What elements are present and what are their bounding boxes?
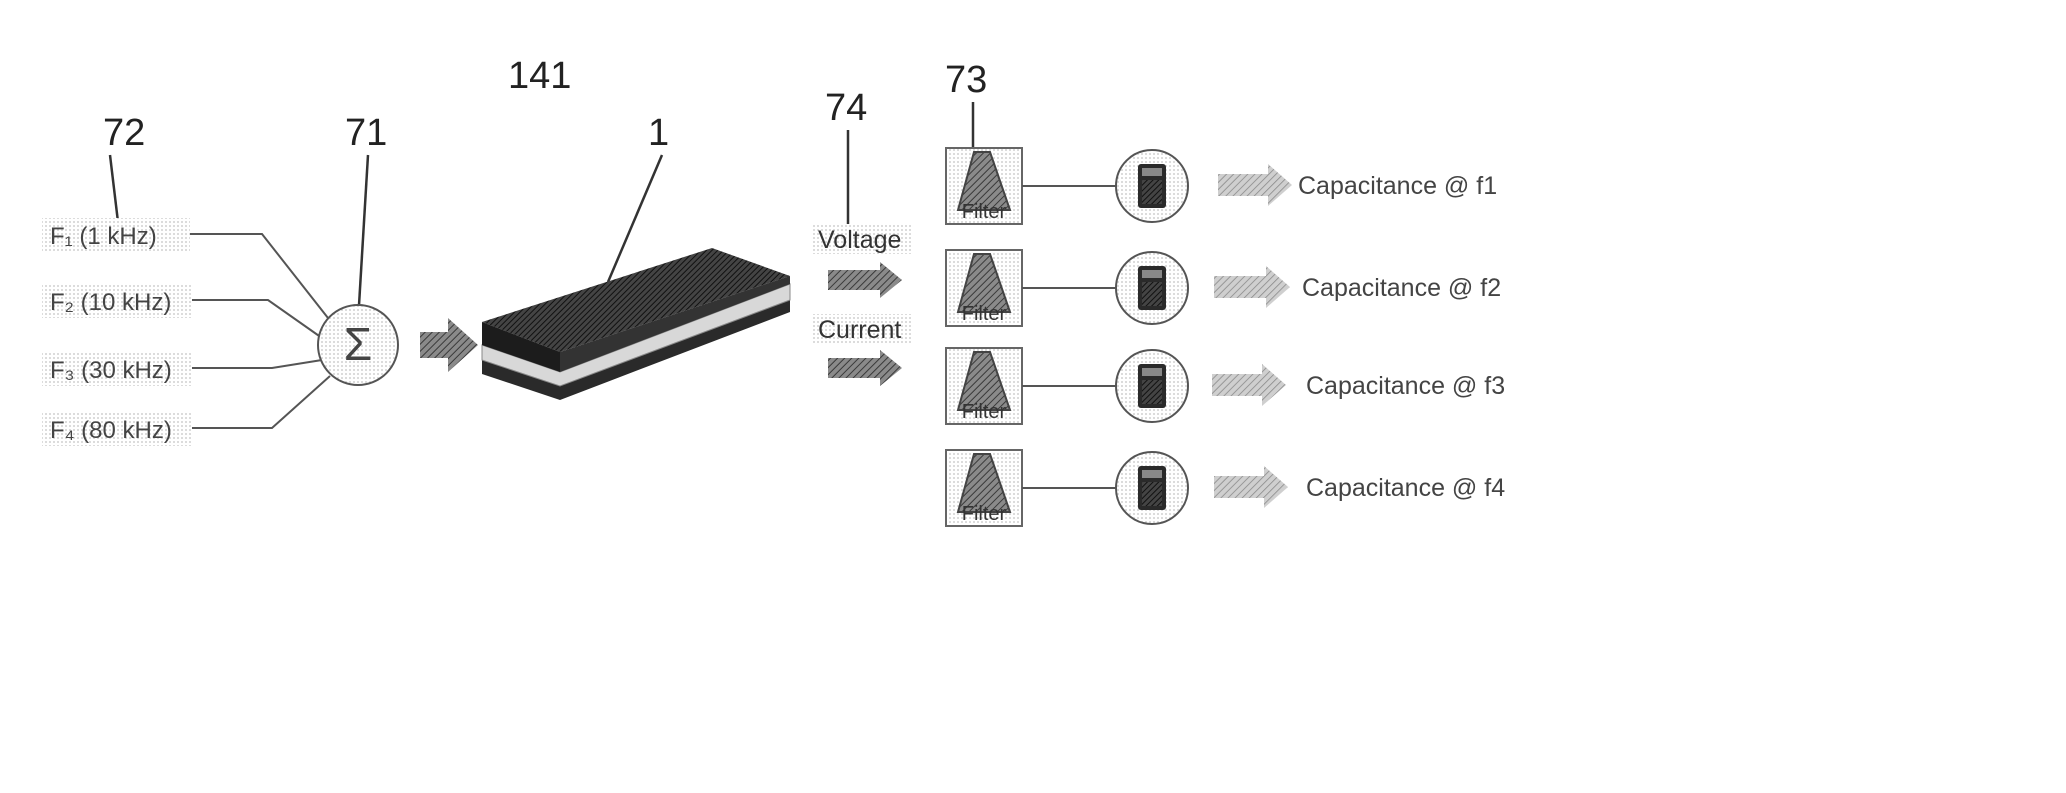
source-2: F₂ (10 kHz) xyxy=(42,284,192,318)
source-label-2: F₂ (10 kHz) xyxy=(50,289,171,316)
source-label-3: F₃ (30 kHz) xyxy=(50,357,172,384)
output-label-2: Capacitance @ f2 xyxy=(1302,274,1501,302)
source-1: F₁ (1 kHz) xyxy=(42,218,190,252)
ref-assembly: 141 xyxy=(508,55,571,97)
channel-3: Filter Capacitance @ f3 xyxy=(946,348,1505,424)
signal-voltage: Voltage xyxy=(812,224,912,254)
source-4: F₄ (80 kHz) xyxy=(42,412,192,446)
output-arrow-1 xyxy=(1218,164,1292,206)
source-label-4: F₄ (80 kHz) xyxy=(50,417,172,444)
filter-label-3: Filter xyxy=(962,401,1007,423)
filter-label-2: Filter xyxy=(962,303,1007,325)
summer-symbol: Σ xyxy=(344,318,372,370)
output-label-3: Capacitance @ f3 xyxy=(1306,372,1505,400)
calculator-icon xyxy=(1138,466,1166,510)
current-arrow xyxy=(828,350,902,386)
channel-1: Filter Capacitance @ f1 xyxy=(946,148,1497,224)
output-arrow-2 xyxy=(1214,266,1290,308)
voltage-arrow xyxy=(828,262,902,298)
channel-4: Filter Capacitance @ f4 xyxy=(946,450,1505,526)
leader-sources xyxy=(110,155,118,222)
output-arrow-4 xyxy=(1214,466,1288,508)
ref-summer: 71 xyxy=(345,112,387,154)
wire-source-3 xyxy=(192,360,322,368)
summer-block: Σ xyxy=(318,305,398,385)
arrow-to-device xyxy=(420,318,478,372)
calculator-icon xyxy=(1138,364,1166,408)
ref-device: 1 xyxy=(648,112,669,154)
leader-device xyxy=(608,155,662,282)
source-3: F₃ (30 kHz) xyxy=(42,352,192,386)
calculator-icon xyxy=(1138,164,1166,208)
wire-source-4 xyxy=(192,376,330,428)
leader-summer xyxy=(358,155,368,322)
signal-current: Current xyxy=(812,314,912,344)
output-label-1: Capacitance @ f1 xyxy=(1298,172,1497,200)
source-label-1: F₁ (1 kHz) xyxy=(50,223,157,250)
channel-2: Filter Capacitance @ f2 xyxy=(946,250,1501,326)
device-slab xyxy=(482,248,790,400)
filter-label-1: Filter xyxy=(962,201,1007,223)
calculator-icon xyxy=(1138,266,1166,310)
output-label-4: Capacitance @ f4 xyxy=(1306,474,1505,502)
filter-label-4: Filter xyxy=(962,503,1007,525)
wire-source-2 xyxy=(192,300,322,338)
output-arrow-3 xyxy=(1212,364,1286,406)
wire-source-1 xyxy=(190,234,328,318)
current-label: Current xyxy=(818,316,901,344)
voltage-label: Voltage xyxy=(818,226,901,254)
ref-sources: 72 xyxy=(103,112,145,154)
ref-filters: 73 xyxy=(945,59,987,101)
ref-signals: 74 xyxy=(825,87,867,129)
